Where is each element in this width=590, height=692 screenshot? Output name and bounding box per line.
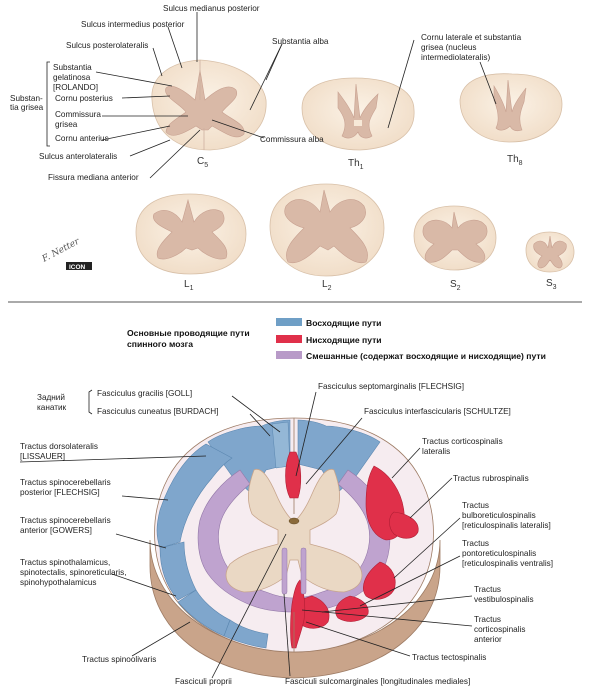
bracket-substantia-grisea <box>46 61 50 147</box>
label-flechsig-2: posterior [FLECHSIG] <box>20 488 100 497</box>
label-sulcus-intermedius-posterior: Sulcus intermedius posterior <box>81 20 185 29</box>
top-leader-lines <box>95 12 497 179</box>
label-cst-lat-1: Tractus corticospinalis <box>422 437 503 446</box>
label-cst-ant-3: anterior <box>474 635 502 644</box>
label-sulcus-anterolateralis: Sulcus anterolateralis <box>39 152 117 161</box>
label-substantia-grisea-2: tia grisea <box>10 103 44 112</box>
label-cornu-laterale-3: intermediolateralis) <box>421 53 490 62</box>
top-section: C5 Th1 Th8 L1 L2 <box>8 4 582 303</box>
tracts-title-1: Основные проводящие пути <box>127 328 250 338</box>
label-cornu-laterale-2: grisea (nucleus <box>421 43 477 52</box>
segment-label-c5: C5 <box>197 156 208 169</box>
legend: Восходящие пути Нисходящие пути Смешанны… <box>276 318 546 361</box>
bottom-section: Основные проводящие пути спинного мозга … <box>19 318 553 686</box>
tract-spinoolivaris <box>223 619 269 649</box>
label-ponto-2: pontoreticulospinalis <box>462 549 536 558</box>
label-gowers-2: anterior [GOWERS] <box>20 526 92 535</box>
label-rolando: [ROLANDO] <box>53 83 98 92</box>
label-gowers-1: Tractus spinocerebellaris <box>20 516 111 525</box>
label-zadny-2: канатик <box>37 403 67 412</box>
label-commissura-alba: Commissura alba <box>260 135 324 144</box>
label-ponto-1: Tractus <box>462 539 489 548</box>
label-vest-2: vestibulospinalis <box>474 595 534 604</box>
label-lissauer-1: Tractus dorsolateralis <box>20 442 98 451</box>
label-lissauer-2: [LISSAUER] <box>20 452 65 461</box>
label-spinothal-3: spinohypothalamicus <box>20 578 96 587</box>
label-zadny-1: Задний <box>37 393 65 402</box>
segment-label-l1: L1 <box>184 279 194 292</box>
legend-label-mixed: Смешанные (содержат восходящие и нисходя… <box>306 351 546 361</box>
label-gelatinosa: gelatinosa <box>53 73 91 82</box>
tract-septomarginalis <box>285 451 302 499</box>
label-ponto-3: [reticulospinalis ventralis] <box>462 559 553 568</box>
label-spinothal-2: spinotectalis, spinoreticularis, <box>20 568 127 577</box>
label-cst-ant-2: corticospinalis <box>474 625 525 634</box>
label-bulbo-3: [reticulospinalis lateralis] <box>462 521 551 530</box>
label-flechsig-1: Tractus spinocerebellaris <box>20 478 111 487</box>
cord-grey-matter <box>225 468 363 593</box>
section-s2: S2 <box>413 205 497 292</box>
label-cornu-laterale-1: Cornu laterale et substantia <box>421 33 522 42</box>
bracket-zadny <box>88 389 93 415</box>
tract-spinocerebellaris-posterior <box>156 443 233 549</box>
legend-swatch-descending <box>276 335 302 343</box>
label-spinothal-1: Tractus spinothalamicus, <box>20 558 110 567</box>
segment-label-l2: L2 <box>322 279 332 292</box>
label-bulbo-1: Tractus <box>462 501 489 510</box>
label-septomarginalis: Fasciculus septomarginalis [FLECHSIG] <box>318 382 464 391</box>
segment-label-th8: Th8 <box>507 154 523 167</box>
publisher-stamp-text: ICON <box>69 264 86 271</box>
label-sulcomarginales: Fasciculi sulcomarginales [longitudinale… <box>285 677 470 686</box>
publisher-stamp <box>66 262 92 270</box>
label-fasciculi-proprii: Fasciculi proprii <box>175 677 232 686</box>
label-schultze: Fasciculus interfascicularis [SCHULTZE] <box>364 407 511 416</box>
label-sulcus-medianus-posterior: Sulcus medianus posterior <box>163 4 260 13</box>
label-tectospinalis: Tractus tectospinalis <box>412 653 486 662</box>
label-cornu-anterius: Cornu anterius <box>55 134 109 143</box>
label-rubrospinalis: Tractus rubrospinalis <box>453 474 529 483</box>
tract-sulcomarginalis-right <box>300 547 307 595</box>
label-cst-ant-1: Tractus <box>474 615 501 624</box>
legend-swatch-ascending <box>276 318 302 326</box>
bottom-leader-lines <box>19 391 473 679</box>
section-c5: C5 <box>151 59 267 169</box>
label-burdach: Fasciculus cuneatus [BURDACH] <box>97 407 219 416</box>
label-commissura: Commissura <box>55 110 101 119</box>
label-cornu-posterius: Cornu posterius <box>55 94 113 103</box>
label-goll: Fasciculus gracilis [GOLL] <box>97 389 192 398</box>
label-grisea: grisea <box>55 120 78 129</box>
label-fissura-mediana-anterior: Fissura mediana anterior <box>48 173 139 182</box>
section-l1: L1 <box>135 193 247 292</box>
label-bulbo-2: bulboreticulospinalis <box>462 511 536 520</box>
legend-label-descending: Нисходящие пути <box>306 335 382 345</box>
section-s3: S3 <box>525 231 575 291</box>
segment-label-s2: S2 <box>450 279 461 292</box>
legend-label-ascending: Восходящие пути <box>306 318 381 328</box>
tracts-title-2: спинного мозга <box>127 339 193 349</box>
tract-sulcomarginalis-left <box>281 547 288 595</box>
label-cst-lat-2: lateralis <box>422 447 450 456</box>
segment-label-th1: Th1 <box>348 158 364 171</box>
section-th1: Th1 <box>301 77 415 171</box>
tract-bulboreticulospinalis <box>363 561 396 600</box>
label-substantia: Substantia <box>53 63 92 72</box>
section-th8: Th8 <box>459 73 563 167</box>
tract-rubrospinalis <box>389 511 419 539</box>
label-substantia-grisea-1: Substan- <box>10 94 43 103</box>
segment-label-s3: S3 <box>546 278 557 291</box>
section-l2: L2 <box>269 183 385 292</box>
label-sulcus-posterolateralis: Sulcus posterolateralis <box>66 41 148 50</box>
label-vest-1: Tractus <box>474 585 501 594</box>
central-canal <box>288 517 300 525</box>
legend-swatch-mixed <box>276 351 302 359</box>
label-spinoolivaris: Tractus spinoolivaris <box>82 655 156 664</box>
label-substantia-alba: Substantia alba <box>272 37 329 46</box>
artist-signature: F. Netter <box>40 236 82 265</box>
